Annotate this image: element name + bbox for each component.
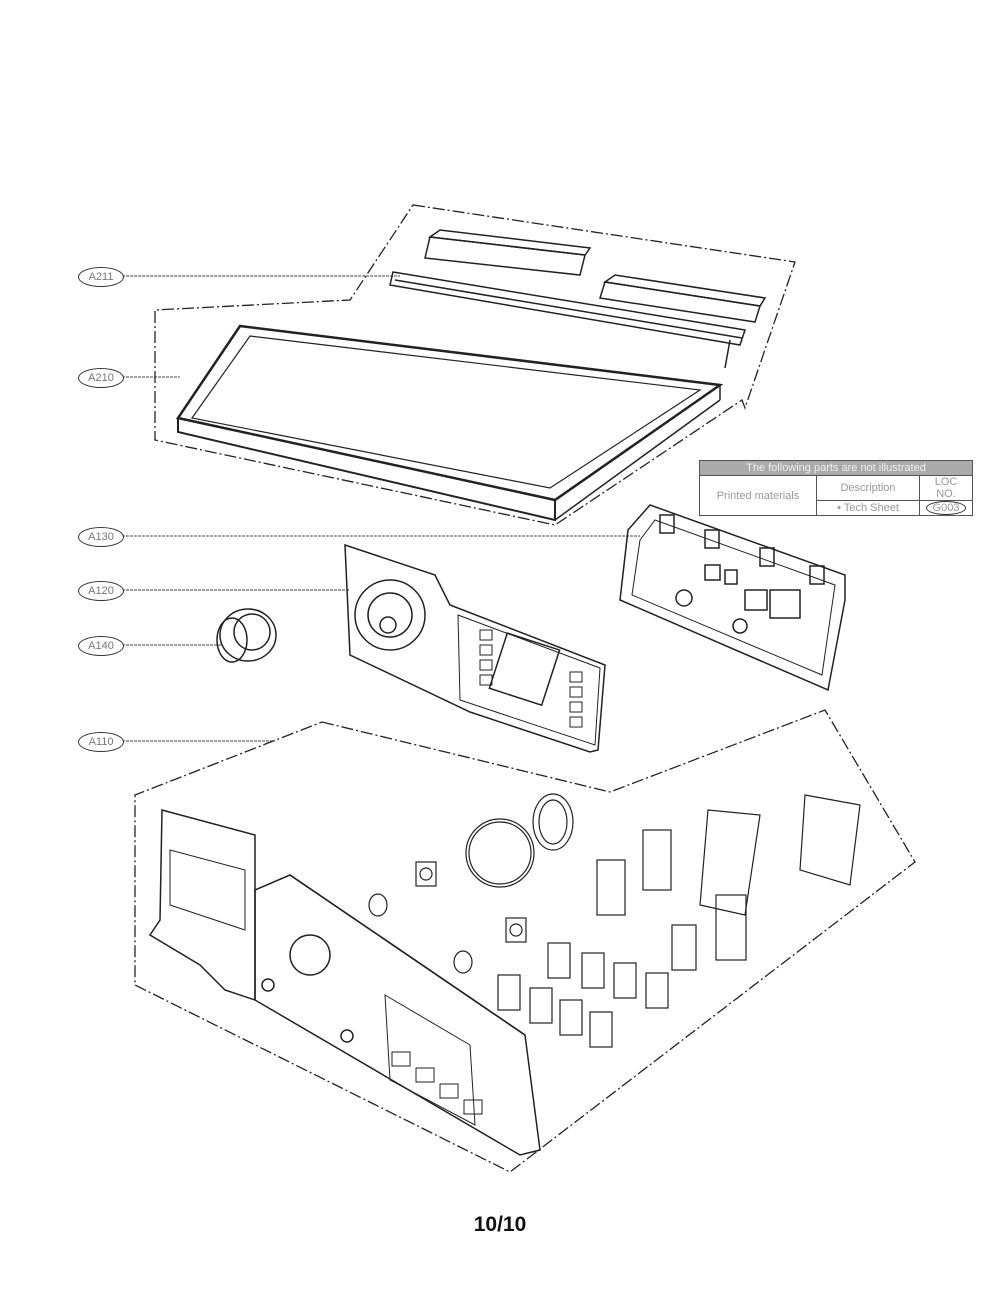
item-loc: G003 — [925, 501, 967, 515]
table-header: The following parts are not illustrated — [699, 460, 973, 476]
top-cover — [175, 324, 724, 522]
front-panel — [148, 809, 541, 1156]
hinge-brackets — [389, 229, 767, 369]
item-loc-cell: G003 — [919, 500, 973, 516]
callout-a210: A210 — [78, 368, 124, 388]
callout-a110: A110 — [78, 732, 124, 752]
top-cover-group-boundary — [154, 204, 796, 526]
description-header: Description — [816, 475, 920, 501]
control-panel-frame — [344, 543, 606, 753]
front-panel-small-parts — [368, 793, 861, 1048]
loc-header: LOC NO. — [919, 475, 973, 501]
not-illustrated-parts-table: The following parts are not illustrated … — [699, 460, 973, 516]
callout-a211: A211 — [78, 267, 124, 287]
callout-a140: A140 — [78, 636, 124, 656]
front-panel-group-boundary — [134, 709, 916, 1173]
callout-a130: A130 — [78, 527, 124, 547]
page-number: 10/10 — [473, 1213, 527, 1236]
callout-a120: A120 — [78, 581, 124, 601]
item-description: • Tech Sheet — [816, 500, 920, 516]
group-cell: Printed materials — [699, 475, 817, 516]
main-pcb — [619, 504, 846, 692]
leader-lines — [122, 275, 640, 742]
knob — [216, 608, 277, 663]
